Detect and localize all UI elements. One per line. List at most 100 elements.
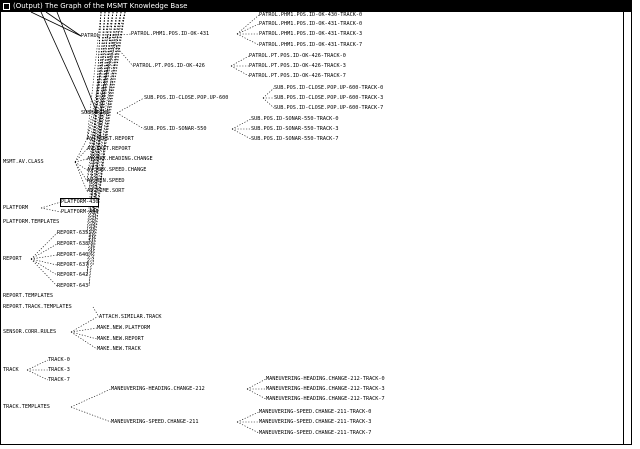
node-rule[interactable]: MAKE.NEW.PLATFORM xyxy=(97,325,151,331)
graph-edge xyxy=(262,87,275,99)
graph-edge xyxy=(116,112,145,130)
graph-edge xyxy=(262,97,275,109)
node-rule[interactable]: MAKE.NEW.REPORT xyxy=(97,336,144,342)
graph-edge xyxy=(45,12,82,37)
node-track-templates[interactable]: TRACK.TEMPLATES xyxy=(3,404,50,410)
graph-edge xyxy=(40,12,88,114)
window-title: (Output) The Graph of the MSMT Knowledge… xyxy=(13,2,188,10)
node-heading-track[interactable]: MANEUVERING-HEADING.CHANGE-212-TRACK-3 xyxy=(266,386,385,392)
node-phm1-track[interactable]: PATROL.PHM1.POS.ID-OK-431-TRACK-0 xyxy=(259,21,363,27)
node-submarine[interactable]: SUBMARINE xyxy=(81,110,110,116)
node-speed-track[interactable]: MANEUVERING-SPEED.CHANGE-211-TRACK-7 xyxy=(259,430,372,436)
graph-edge xyxy=(70,327,98,333)
graph-edge xyxy=(236,14,260,35)
node-av-attr[interactable]: AV.MAX.HEADING.CHANGE xyxy=(87,156,153,162)
node-rule[interactable]: MAKE.NEW.TRACK xyxy=(97,346,141,352)
node-sensor-corr-rules[interactable]: SENSOR.CORR.RULES xyxy=(3,329,57,335)
graph-edge xyxy=(86,12,106,234)
graph-edge xyxy=(40,207,62,213)
node-report[interactable]: REPORT xyxy=(3,256,22,262)
graph-edge xyxy=(74,161,88,171)
graph-edge xyxy=(230,65,250,77)
graph-edge xyxy=(116,97,145,114)
node-track-item[interactable]: TRACK-3 xyxy=(48,367,70,373)
node-report-item[interactable]: REPORT-643 xyxy=(57,283,89,289)
node-close-track[interactable]: SUB.POS.ID-CLOSE.POP.UP-600-TRACK-7 xyxy=(274,105,384,111)
graph-edge xyxy=(70,331,98,340)
graph-edge xyxy=(74,138,88,163)
node-heading-track[interactable]: MANEUVERING-HEADING.CHANGE-212-TRACK-7 xyxy=(266,396,385,402)
node-maneuver-heading[interactable]: MANEUVERING-HEADING.CHANGE-212 xyxy=(111,386,205,392)
vertical-scrollbar[interactable] xyxy=(623,12,631,444)
node-sub-sonar[interactable]: SUB.POS.ID-SONAR-550 xyxy=(144,126,207,132)
node-heading-track[interactable]: MANEUVERING-HEADING.CHANGE-212-TRACK-0 xyxy=(266,376,385,382)
graph-edge xyxy=(86,12,126,276)
node-track-item[interactable]: TRACK-7 xyxy=(48,377,70,383)
node-pt-track[interactable]: PATROL.PT.POS.ID-OK-426-TRACK-7 xyxy=(249,73,346,79)
node-sub-close[interactable]: SUB.POS.ID-CLOSE.POP.UP-600 xyxy=(144,95,229,101)
node-platform-item[interactable]: PLATFORM-444 xyxy=(61,209,99,215)
graph-edge xyxy=(30,254,58,260)
graph-edge xyxy=(236,411,260,423)
graph-edge xyxy=(106,33,132,37)
node-sonar-track[interactable]: SUB.POS.ID-SONAR-550-TRACK-3 xyxy=(251,126,339,132)
graph-edge xyxy=(70,331,98,350)
title-bar[interactable]: (Output) The Graph of the MSMT Knowledge… xyxy=(1,1,631,12)
node-maneuver-speed[interactable]: MANEUVERING-SPEED.CHANGE-211 xyxy=(111,419,199,425)
graph-edge xyxy=(230,55,250,67)
node-phm1-track[interactable]: PATROL.PHM1.POS.ID-OK-431-TRACK-7 xyxy=(259,42,363,48)
node-platform-templates[interactable]: PLATFORM.TEMPLATES xyxy=(3,219,60,225)
node-platform[interactable]: PLATFORM xyxy=(3,205,28,211)
graph-edge xyxy=(70,388,112,408)
node-patrol[interactable]: PATROL xyxy=(81,33,100,39)
graph-edge xyxy=(86,12,118,234)
node-sonar-track[interactable]: SUB.POS.ID-SONAR-550-TRACK-0 xyxy=(251,116,339,122)
node-phm1-track[interactable]: PATROL.PHM1.POS.ID-OK-431-TRACK-3 xyxy=(259,31,363,37)
graph-edge xyxy=(86,12,122,182)
node-pt-track[interactable]: PATROL.PT.POS.ID-OK-426-TRACK-0 xyxy=(249,53,346,59)
close-box-icon[interactable] xyxy=(3,3,10,10)
node-av-attr[interactable]: AV.TIME.SORT xyxy=(87,188,125,194)
node-sonar-track[interactable]: SUB.POS.ID-SONAR-550-TRACK-7 xyxy=(251,136,339,142)
node-track-item[interactable]: TRACK-0 xyxy=(48,357,70,363)
node-phm1-track[interactable]: PATROL.PHM1.POS.ID-OK-430-TRACK-0 xyxy=(259,12,363,18)
graph-edge xyxy=(70,316,98,333)
node-close-track[interactable]: SUB.POS.ID-CLOSE.POP.UP-600-TRACK-3 xyxy=(274,95,384,101)
node-pt-track[interactable]: PATROL.PT.POS.ID-OK-426-TRACK-3 xyxy=(249,63,346,69)
node-close-track[interactable]: SUB.POS.ID-CLOSE.POP.UP-600-TRACK-0 xyxy=(274,85,384,91)
node-patrol-phm1[interactable]: PATROL.PHM1.POS.ID-OK-431 xyxy=(131,31,210,37)
node-av-attr[interactable]: AV.FIRST.REPORT xyxy=(87,136,134,142)
node-speed-track[interactable]: MANEUVERING-SPEED.CHANGE-211-TRACK-3 xyxy=(259,419,372,425)
node-av-attr[interactable]: AV.LAST.REPORT xyxy=(87,146,131,152)
graph-edge xyxy=(246,388,267,400)
node-report-item[interactable]: REPORT-635 xyxy=(57,230,89,236)
node-report-item[interactable]: REPORT-640 xyxy=(57,252,89,258)
graph-edge xyxy=(236,23,260,35)
node-av-attr[interactable]: AV.MAX.SPEED.CHANGE xyxy=(87,167,147,173)
node-report-item[interactable]: REPORT-638 xyxy=(57,241,89,247)
graph-edge xyxy=(86,12,114,140)
node-platform-item[interactable]: PLATFORM-430 xyxy=(59,198,100,207)
node-patrol-pt[interactable]: PATROL.PT.POS.ID-OK-426 xyxy=(133,63,205,69)
graph-edge xyxy=(88,12,122,287)
node-report-item[interactable]: REPORT-637 xyxy=(57,262,89,268)
graph-edge xyxy=(88,12,122,150)
graph-edge xyxy=(74,161,88,182)
node-report-item[interactable]: REPORT-642 xyxy=(57,272,89,278)
graph-edge xyxy=(86,12,110,182)
node-msmt-av-class[interactable]: MSMT.AV.CLASS xyxy=(3,159,44,165)
graph-edge xyxy=(26,369,49,381)
node-report-track-templates[interactable]: REPORT.TRACK.TEMPLATES xyxy=(3,304,72,310)
graph-window: (Output) The Graph of the MSMT Knowledge… xyxy=(0,0,632,445)
node-av-attr[interactable]: AV.MIN.SPEED xyxy=(87,178,125,184)
graph-edge xyxy=(30,232,58,260)
node-speed-track[interactable]: MANEUVERING-SPEED.CHANGE-211-TRACK-0 xyxy=(259,409,372,415)
graph-edge xyxy=(40,201,62,209)
graph-edge xyxy=(106,35,134,67)
graph-canvas[interactable]: MSMT.AV.CLASS PLATFORM PLATFORM.TEMPLATE… xyxy=(1,12,631,444)
graph-edge xyxy=(86,12,114,276)
node-track[interactable]: TRACK xyxy=(3,367,19,373)
node-report-templates[interactable]: REPORT.TEMPLATES xyxy=(3,293,53,299)
graph-edge xyxy=(92,12,114,171)
node-rule[interactable]: ATTACH.SIMILAR.TRACK xyxy=(99,314,162,320)
